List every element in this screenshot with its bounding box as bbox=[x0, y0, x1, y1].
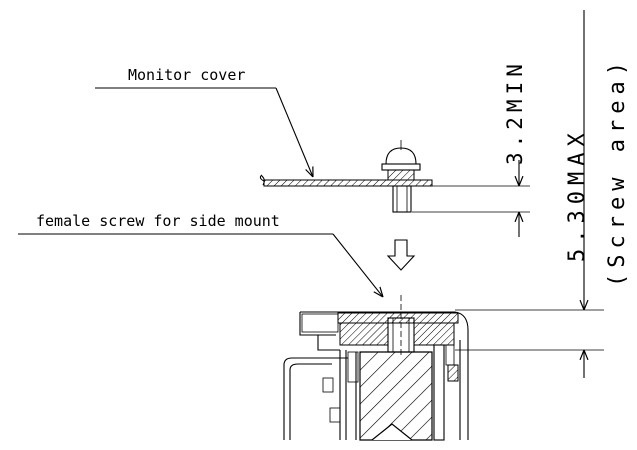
down-arrow-icon bbox=[386, 239, 416, 271]
screw-washer bbox=[381, 163, 421, 171]
cap-left-hatch bbox=[339, 322, 389, 346]
monitor-cover-leader bbox=[275, 87, 313, 177]
screw-nut bbox=[387, 169, 415, 181]
female-screw-callout: female screw for side mount bbox=[18, 212, 383, 297]
right-shoulder bbox=[445, 344, 455, 366]
mount-cross-section bbox=[283, 295, 469, 441]
cap-outline bbox=[300, 311, 469, 440]
left-outer-wall bbox=[283, 357, 348, 440]
left-shoulder bbox=[347, 351, 359, 383]
right-post bbox=[433, 344, 445, 441]
monitor-cover-callout: Monitor cover bbox=[95, 66, 313, 177]
dim-3-2-min-text: 3.2MIN bbox=[503, 59, 527, 165]
dimension-5-30-max: 5.30MAX (Screw area) bbox=[455, 10, 630, 378]
right-clip bbox=[447, 364, 459, 382]
cap-right-hatch bbox=[413, 322, 455, 346]
core-body bbox=[359, 351, 433, 441]
screw-head bbox=[385, 147, 417, 165]
monitor-cover-label: Monitor cover bbox=[128, 66, 245, 84]
dim-5-30-max-text: 5.30MAX bbox=[565, 127, 590, 262]
dimension-3-2-min: 3.2MIN bbox=[412, 59, 530, 237]
cap-left-block bbox=[301, 313, 339, 333]
core-break bbox=[371, 423, 413, 441]
cover-plate bbox=[263, 179, 433, 187]
screw-area-text: (Screw area) bbox=[605, 56, 630, 287]
monitor-cover-assembly bbox=[259, 140, 433, 213]
cover-break-mark bbox=[259, 174, 265, 182]
female-screw-label: female screw for side mount bbox=[36, 212, 280, 230]
left-clip bbox=[322, 377, 334, 393]
female-screw-leader bbox=[332, 233, 383, 297]
left-clip-2 bbox=[329, 407, 341, 423]
screw-boss bbox=[392, 185, 412, 213]
cap-left-edge bbox=[299, 312, 336, 336]
left-step bbox=[317, 335, 340, 351]
left-inner-wall bbox=[289, 363, 332, 440]
